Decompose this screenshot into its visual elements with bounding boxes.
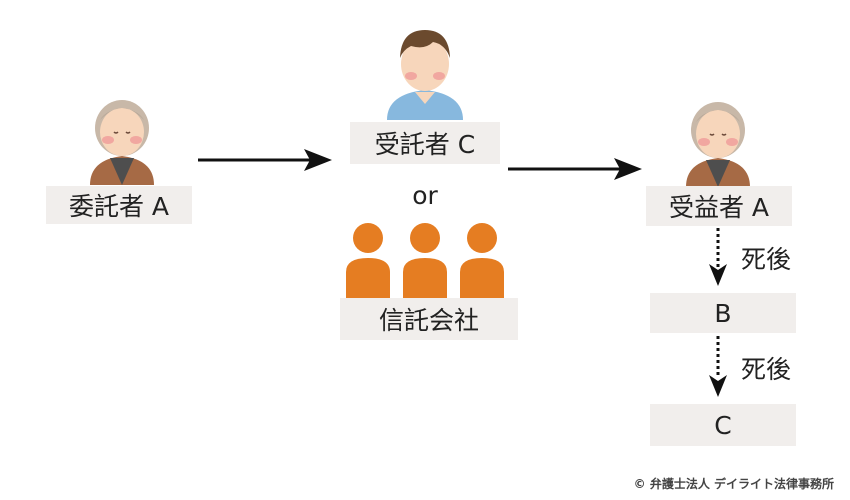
or-text: or xyxy=(412,180,438,210)
settlor-label: 委託者 A xyxy=(46,186,192,224)
successor-b-box: B xyxy=(650,293,796,333)
elderly-person-icon xyxy=(90,100,154,185)
successor-c-box: C xyxy=(650,404,796,446)
arrow-b-to-c xyxy=(709,336,727,397)
arrow-settlor-to-trustee xyxy=(198,149,332,171)
arrow-trustee-to-beneficiary xyxy=(508,158,642,180)
beneficiary-label: 受益者 A xyxy=(646,186,792,226)
death-label-1: 死後 xyxy=(740,245,791,274)
death-label-2: 死後 xyxy=(740,355,791,384)
trustee-label: 受託者 C xyxy=(350,122,500,164)
arrow-beneficiary-to-b xyxy=(709,228,727,286)
copyright-text: © 弁護士法人 デイライト法律事務所 xyxy=(633,477,834,491)
man-icon xyxy=(387,30,463,120)
group-people-icon xyxy=(346,223,504,300)
trust-company-label: 信託会社 xyxy=(340,298,518,340)
elderly-person-icon xyxy=(686,102,750,187)
